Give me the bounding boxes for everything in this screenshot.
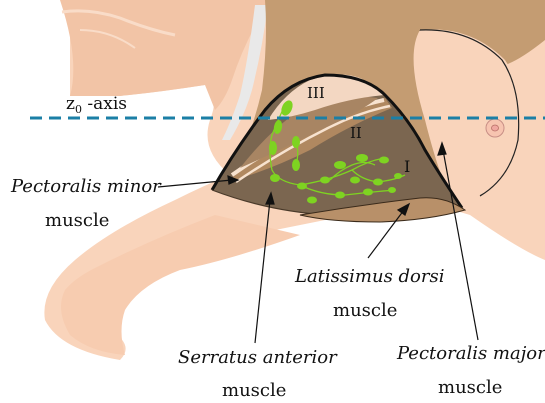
- lymph-node: [335, 192, 345, 199]
- lymph-node: [297, 183, 307, 190]
- pectoralis-minor-label-line2: muscle: [45, 210, 109, 231]
- nipple-top: [492, 125, 499, 131]
- lymph-node: [307, 197, 317, 204]
- pectoralis-minor-label-line1: Pectoralis minor: [10, 176, 162, 197]
- level-2-label: II: [350, 124, 362, 142]
- level-1-label: I: [404, 157, 410, 176]
- axis-label-sub: 0: [75, 103, 82, 116]
- lymph-node: [334, 161, 346, 169]
- serratus-anterior-label-line1: Serratus anterior: [178, 347, 338, 368]
- level-3-label: III: [307, 84, 325, 102]
- axis-label-main: z: [66, 94, 75, 114]
- lymph-node: [356, 154, 368, 162]
- pectoralis-major-label-line2: muscle: [438, 377, 502, 398]
- latissimus-dorsi-label-line2: muscle: [333, 300, 397, 321]
- lymph-node: [270, 174, 280, 182]
- lymph-node: [388, 187, 396, 193]
- lymph-node: [373, 179, 383, 186]
- latissimus-dorsi-label-line1: Latissimus dorsi: [294, 266, 444, 287]
- lymph-node: [350, 177, 360, 184]
- lymph-node: [292, 159, 300, 171]
- pectoralis-major-label-line1: Pectoralis major: [396, 343, 545, 364]
- lymph-node: [269, 141, 277, 155]
- lymph-node: [320, 177, 330, 184]
- axis-label-suffix: -axis: [82, 94, 127, 114]
- lymph-node: [292, 136, 300, 148]
- lymph-node: [394, 173, 402, 179]
- serratus-anterior-label-line2: muscle: [222, 380, 286, 401]
- arm-skin: [61, 215, 300, 355]
- lymph-node: [363, 189, 373, 196]
- axis-label: z0 -axis: [66, 94, 127, 116]
- lymph-node: [379, 157, 389, 164]
